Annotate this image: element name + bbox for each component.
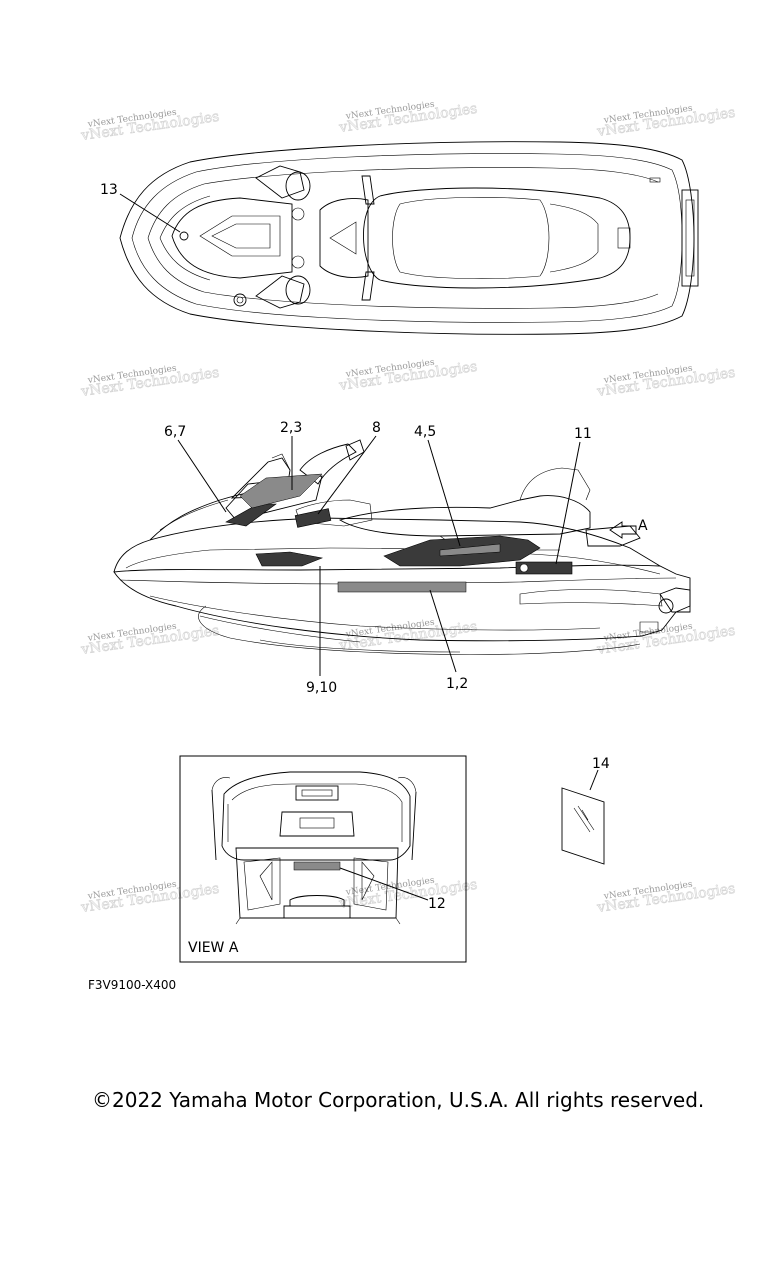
callout-labels: 13 6,7 2,3 8 4,5 11 A 9,10 1,2 12 14 <box>100 182 648 912</box>
part-14-label-sheet <box>561 769 605 865</box>
view-a-label: VIEW A <box>188 940 239 956</box>
view-a-panel: VIEW A <box>179 755 467 963</box>
callout-13: 13 <box>100 182 118 198</box>
decal-2-3 <box>239 473 323 509</box>
callout-9-10: 9,10 <box>306 680 337 696</box>
side-view-watercraft <box>113 435 691 676</box>
callout-view-a: A <box>638 518 648 534</box>
decal-11 <box>515 561 573 575</box>
decal-9-10 <box>255 551 324 567</box>
callout-6-7: 6,7 <box>164 424 186 440</box>
decal-12 <box>293 861 341 871</box>
callout-8: 8 <box>372 420 381 436</box>
diagram-code: F3V9100-X400 <box>88 978 177 992</box>
callout-11: 11 <box>574 426 592 442</box>
callout-14: 14 <box>592 756 610 772</box>
callout-4-5: 4,5 <box>414 424 436 440</box>
copyright-notice: ©2022 Yamaha Motor Corporation, U.S.A. A… <box>92 1088 705 1112</box>
callout-2-3: 2,3 <box>280 420 302 436</box>
callout-12: 12 <box>428 896 446 912</box>
decal-1-2 <box>337 581 467 593</box>
view-a-arrow <box>609 521 637 539</box>
leader-13 <box>119 193 181 233</box>
decal-6-7 <box>225 503 277 527</box>
decal-8 <box>294 508 332 528</box>
watermark-layer: vNext Technologies vNext Technologies vN… <box>79 100 737 917</box>
top-view-watercraft <box>119 141 699 335</box>
callout-1-2: 1,2 <box>446 676 468 692</box>
